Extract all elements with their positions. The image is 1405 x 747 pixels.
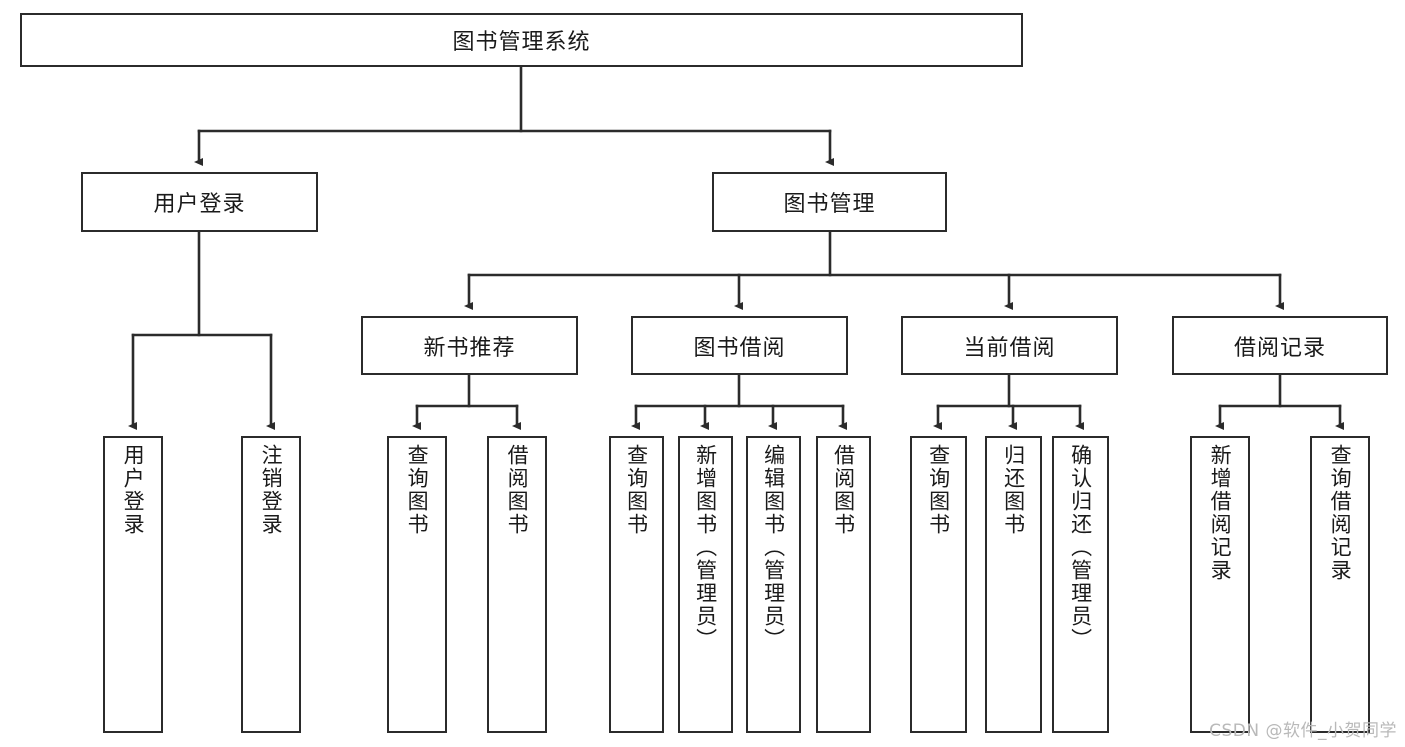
node-leaf-query-book-rec-label: 查询图书 xyxy=(405,444,430,536)
node-borrow-record[interactable]: 借阅记录 xyxy=(1172,316,1388,375)
node-user-login-label: 用户登录 xyxy=(153,192,246,217)
node-leaf-edit-book-admin[interactable]: 编辑图书（管理员） xyxy=(746,436,801,733)
node-root[interactable]: 图书管理系统 xyxy=(20,13,1023,67)
node-leaf-return-book-label: 归还图书 xyxy=(1001,444,1026,536)
node-leaf-add-book-admin[interactable]: 新增图书（管理员） xyxy=(678,436,733,733)
node-leaf-query-book-current[interactable]: 查询图书 xyxy=(910,436,967,733)
node-leaf-user-login-label: 用户登录 xyxy=(121,444,146,536)
node-leaf-confirm-return-admin[interactable]: 确认归还（管理员） xyxy=(1052,436,1109,733)
node-leaf-query-book-borrow[interactable]: 查询图书 xyxy=(609,436,664,733)
node-book-borrow[interactable]: 图书借阅 xyxy=(631,316,848,375)
node-leaf-add-borrow-record[interactable]: 新增借阅记录 xyxy=(1190,436,1250,733)
node-leaf-add-borrow-record-label: 新增借阅记录 xyxy=(1208,444,1233,582)
node-leaf-borrow-book-rec[interactable]: 借阅图书 xyxy=(487,436,547,733)
node-leaf-user-logout-label: 注销登录 xyxy=(259,444,284,536)
node-leaf-edit-book-admin-label: 编辑图书（管理员） xyxy=(761,444,786,651)
node-leaf-user-logout[interactable]: 注销登录 xyxy=(241,436,301,733)
node-new-book-rec[interactable]: 新书推荐 xyxy=(361,316,578,375)
node-leaf-query-book-current-label: 查询图书 xyxy=(926,444,951,536)
node-current-borrow[interactable]: 当前借阅 xyxy=(901,316,1118,375)
node-book-borrow-label: 图书借阅 xyxy=(693,335,786,361)
node-root-label: 图书管理系统 xyxy=(452,30,591,55)
node-book-manage-label: 图书管理 xyxy=(783,192,876,217)
node-leaf-query-book-rec[interactable]: 查询图书 xyxy=(387,436,447,733)
node-user-login[interactable]: 用户登录 xyxy=(81,172,318,232)
node-leaf-query-book-borrow-label: 查询图书 xyxy=(624,444,649,536)
node-borrow-record-label: 借阅记录 xyxy=(1233,335,1326,361)
node-leaf-borrow-book-label: 借阅图书 xyxy=(831,444,856,536)
node-leaf-user-login[interactable]: 用户登录 xyxy=(103,436,163,733)
node-book-manage[interactable]: 图书管理 xyxy=(712,172,947,232)
node-leaf-borrow-book-rec-label: 借阅图书 xyxy=(505,444,530,536)
node-leaf-query-borrow-record[interactable]: 查询借阅记录 xyxy=(1310,436,1370,733)
node-current-borrow-label: 当前借阅 xyxy=(963,335,1056,361)
node-leaf-borrow-book[interactable]: 借阅图书 xyxy=(816,436,871,733)
node-new-book-rec-label: 新书推荐 xyxy=(423,335,516,361)
node-leaf-query-borrow-record-label: 查询借阅记录 xyxy=(1328,444,1353,582)
node-leaf-confirm-return-admin-label: 确认归还（管理员） xyxy=(1068,444,1093,651)
node-leaf-add-book-admin-label: 新增图书（管理员） xyxy=(693,444,718,651)
node-leaf-return-book[interactable]: 归还图书 xyxy=(985,436,1042,733)
